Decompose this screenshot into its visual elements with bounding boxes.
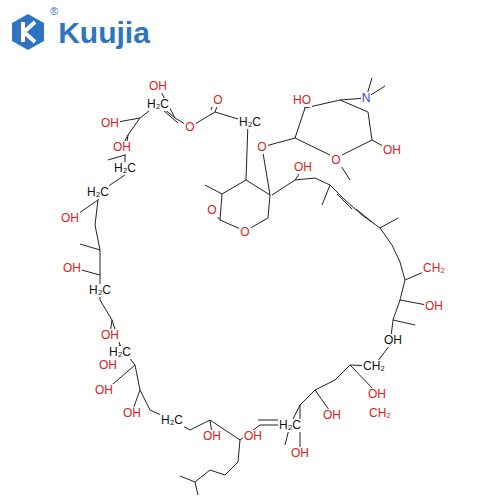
atom-label: OH [100, 117, 120, 130]
logo-text: Kuujia [57, 17, 151, 49]
atom-label: OH [94, 384, 114, 397]
atom-label: OH [60, 212, 80, 225]
atom-label: H₂C [108, 346, 132, 359]
atom-label: OH [243, 430, 263, 443]
atom-label: OH [100, 329, 120, 342]
atom-label: H₂C [88, 284, 112, 297]
atom-label: N [361, 92, 372, 105]
atom-label: H₂C [160, 414, 184, 427]
atom-label: CH₂ [368, 407, 392, 420]
atom-label: OH [382, 144, 402, 157]
atom-label: OH [112, 141, 132, 154]
atom-label: O [184, 121, 195, 134]
atom-label: OH [383, 334, 403, 347]
atom-label: HO [292, 94, 312, 107]
logo-mark: ® [49, 5, 59, 18]
atom-label: CH₂ [362, 360, 386, 373]
logo-icon [12, 14, 44, 50]
atom-label: H₂C [278, 419, 302, 432]
atom-label: H₂C [113, 162, 137, 175]
atom-label: OH [122, 407, 142, 420]
atom-label: H₂C [86, 186, 110, 199]
atom-label: O [256, 141, 267, 154]
atom-label: OH [62, 262, 82, 275]
atom-label: H₂C [146, 98, 170, 111]
atom-label: OH [202, 430, 222, 443]
atom-label: H₂C [238, 116, 262, 129]
bonds [72, 78, 433, 495]
atom-label: OH [290, 447, 310, 460]
atom-label: OH [367, 388, 387, 401]
atom-label: OH [322, 409, 342, 422]
atom-label: OH [424, 300, 444, 313]
atom-label: O [330, 154, 341, 167]
atom-label: OH [148, 80, 168, 93]
atom-label: O [206, 204, 217, 217]
ring-backbone [95, 104, 405, 440]
atom-label: OH [98, 359, 118, 372]
atom-label: O [239, 226, 250, 239]
atom-label: O [212, 94, 223, 107]
atom-label: OH [293, 161, 313, 174]
atom-label: CH₂ [422, 262, 446, 275]
